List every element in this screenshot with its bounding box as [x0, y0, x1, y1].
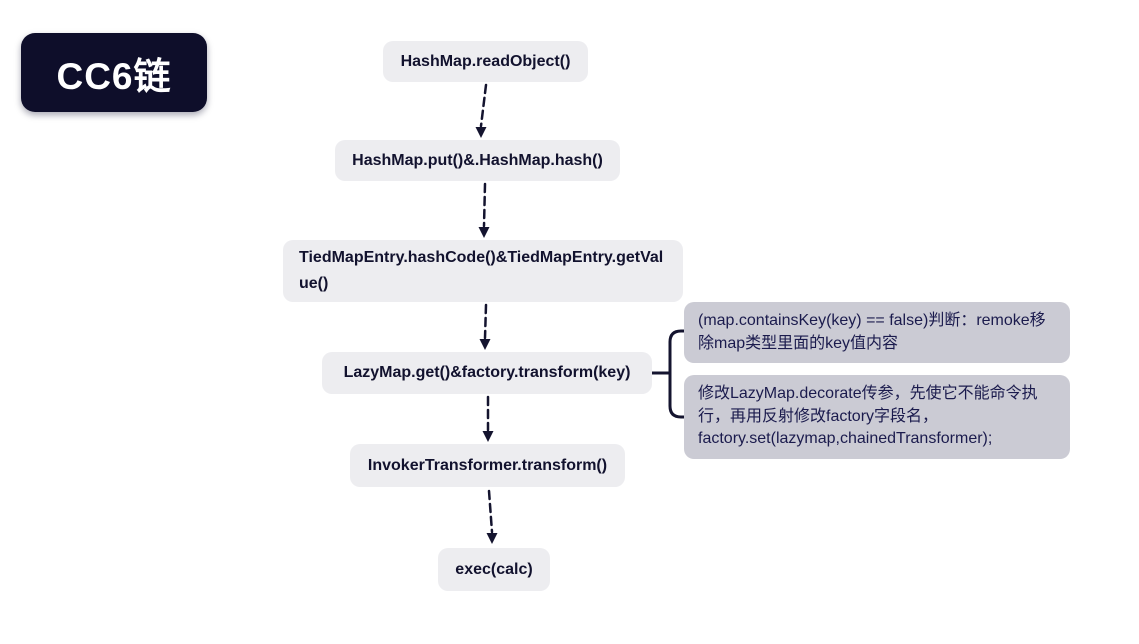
node-hashmap-put-hash[interactable]: HashMap.put()&.HashMap.hash() [335, 140, 620, 181]
arrow-head-4 [482, 431, 494, 442]
arrow-head-1 [475, 127, 487, 138]
root-node-cc6[interactable]: CC6链 [21, 33, 207, 112]
arrow-line-3 [483, 303, 488, 340]
node-invokertransformer-transform[interactable]: InvokerTransformer.transform() [350, 444, 625, 487]
node-tiedmapentry-hashcode-getvalue[interactable]: TiedMapEntry.hashCode()&TiedMapEntry.get… [283, 240, 683, 302]
arrow-head-5 [486, 533, 498, 544]
annotation-containskey-check[interactable]: (map.containsKey(key) == false)判断：remoke… [684, 302, 1070, 364]
arrow-head-3 [479, 339, 491, 350]
branch-bracket [668, 329, 686, 419]
node-lazymap-get-transform[interactable]: LazyMap.get()&factory.transform(key) [322, 352, 652, 394]
arrow-head-2 [478, 227, 490, 238]
node-exec-calc[interactable]: exec(calc) [438, 548, 550, 591]
node-hashmap-readobject[interactable]: HashMap.readObject() [383, 41, 588, 82]
arrow-line-5 [487, 489, 494, 534]
annotation-lazymap-decorate-reflection[interactable]: 修改LazyMap.decorate传参，先使它不能命令执行，再用反射修改fac… [684, 375, 1070, 460]
arrow-line-2 [482, 182, 487, 228]
arrow-line-1 [479, 83, 488, 128]
